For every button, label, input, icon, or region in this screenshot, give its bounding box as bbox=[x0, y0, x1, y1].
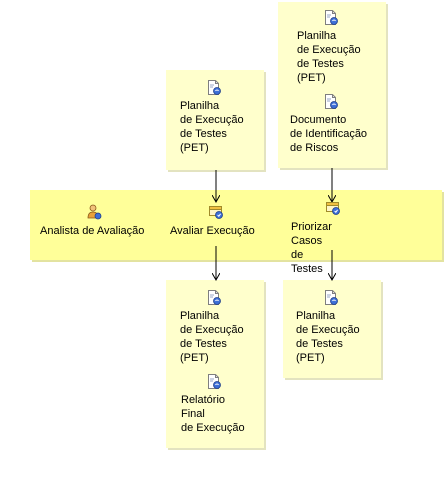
artifact-document-icon bbox=[323, 290, 360, 309]
role-label: Analista de Avaliação bbox=[40, 225, 145, 237]
task-icon bbox=[325, 200, 341, 219]
artifact-pet-priorizar-input[interactable]: Planilha de Execução de Testes (PET) bbox=[297, 10, 361, 85]
artifact-pet-priorizar-output[interactable]: Planilha de Execução de Testes (PET) bbox=[296, 290, 360, 365]
artifact-label: Planilha de Execução de Testes (PET) bbox=[296, 310, 360, 364]
avaliar-outputs-box bbox=[166, 280, 264, 448]
artifact-label: Planilha de Execução de Testes (PET) bbox=[180, 100, 244, 154]
artifact-pet-avaliar-input[interactable]: Planilha de Execução de Testes (PET) bbox=[180, 80, 244, 155]
artifact-label: Planilha de Execução de Testes (PET) bbox=[297, 30, 361, 84]
artifact-document-icon bbox=[323, 10, 361, 29]
artifact-pet-avaliar-output[interactable]: Planilha de Execução de Testes (PET) bbox=[180, 290, 244, 365]
artifact-document-icon bbox=[323, 94, 367, 113]
artifact-document-icon bbox=[206, 290, 244, 309]
artifact-label: Planilha de Execução de Testes (PET) bbox=[180, 310, 244, 364]
artifact-label: Documento de Identificação de Riscos bbox=[290, 114, 368, 154]
artifact-label: Relatório Final de Execução bbox=[181, 394, 245, 434]
role-person-icon bbox=[86, 204, 102, 223]
task-label: Priorizar Casos de Testes bbox=[291, 221, 332, 275]
artifact-document-icon bbox=[206, 80, 244, 99]
artifact-document-icon bbox=[206, 374, 245, 393]
task-icon bbox=[208, 204, 224, 223]
role-swimlane bbox=[30, 190, 442, 260]
priorizar-inputs-box bbox=[278, 2, 386, 168]
artifact-documento-riscos[interactable]: Documento de Identificação de Riscos bbox=[290, 94, 367, 155]
task-label: Avaliar Execução bbox=[170, 225, 255, 237]
artifact-relatorio-final[interactable]: Relatório Final de Execução bbox=[181, 374, 245, 435]
